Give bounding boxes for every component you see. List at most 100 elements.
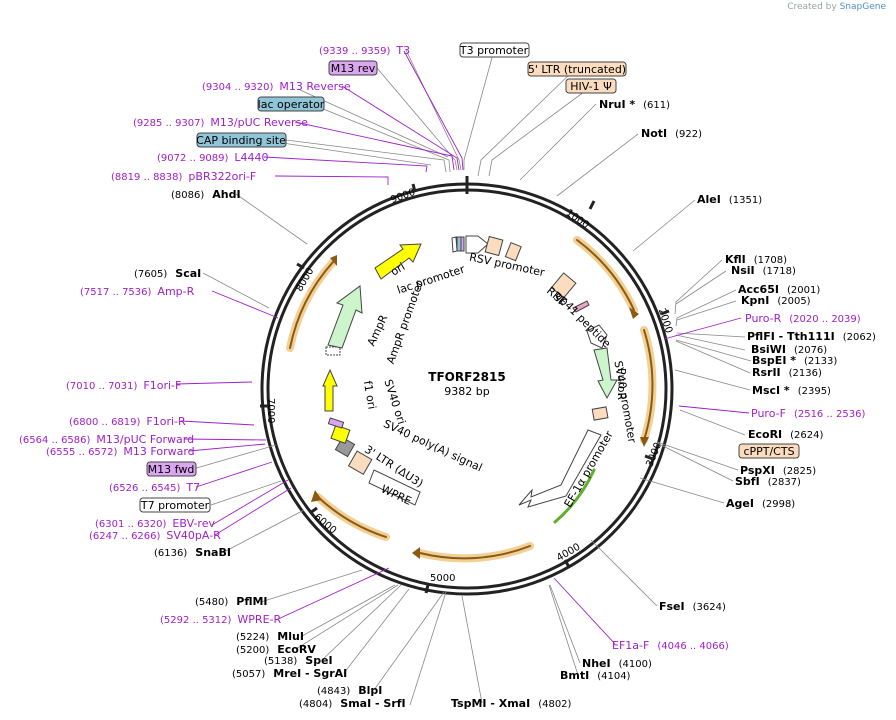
primer-m13puc-forward: (6564 .. 6586)M13/pUC Forward	[19, 433, 194, 446]
tick-9000: 9000	[389, 187, 417, 206]
sv40pa-feature	[334, 436, 356, 458]
feature-label-lac-promoter: lac promoter	[395, 262, 466, 296]
enzyme-bmti: BmtI(4104)	[560, 669, 631, 682]
primer-m13-forward: (6555 .. 6572)M13 Forward	[46, 445, 195, 458]
boxed-labels: T3 promoter M13 rev 5' LTR (truncated) H…	[139, 42, 800, 513]
enzyme-fsei: FseI(3624)	[659, 600, 726, 613]
primer-t7: (6526 .. 6545)T7	[109, 481, 200, 494]
f1ori-feature	[322, 368, 338, 412]
ori-feature	[374, 243, 422, 280]
snapgene-credit: Created by SnapGene	[787, 2, 886, 12]
feature-label-f1-ori: f1 ori	[361, 380, 379, 411]
sv40-ori-feature	[330, 424, 351, 444]
orf-arc-5-core	[289, 261, 334, 349]
tick-5000: 5000	[430, 573, 455, 584]
primer-ef1a-f: EF1a-F(4046 .. 4066)	[612, 639, 729, 652]
hiv-psi-box	[565, 78, 617, 94]
rre-feature	[550, 272, 577, 299]
enzyme-ahdi: (8086)AhdI	[171, 188, 241, 201]
ampr-promoter-feature	[325, 346, 341, 356]
primer-f1ori-r: (6800 .. 6819)F1ori-R	[69, 415, 186, 428]
enzyme-snabi: (6136)SnaBI	[154, 546, 231, 559]
enzyme-bsiwi: BsiWI(2076)	[751, 343, 827, 356]
tick-marks	[260, 183, 670, 594]
feature-label-ampr: AmpR	[365, 312, 391, 348]
enzyme-rsrii: RsrII(2136)	[752, 366, 822, 379]
enzymes-right: NruI *(611) NotI(922) AleI(1351) KflI(17…	[451, 98, 876, 710]
enzyme-tspmi-xmai: TspMI - XmaI(4802)	[451, 697, 572, 710]
cap-binding-label: CAP binding site	[196, 134, 286, 147]
primer-wpre-r: (5292 .. 5312)WPRE-R	[160, 613, 281, 626]
t3-promoter-box	[459, 42, 530, 58]
m13-rev-box	[328, 60, 378, 76]
enzyme-noti: NotI(922)	[641, 127, 702, 140]
primer-labels: (9339 .. 9359)T3 (9304 .. 9320)M13 Rever…	[19, 44, 865, 652]
orf-arc-2-core	[643, 329, 654, 441]
plasmid-size: 9382 bp	[444, 385, 489, 398]
enzyme-scai: (7605)ScaI	[134, 267, 201, 280]
cppt-label: cPPT/CTS	[743, 445, 794, 458]
ampr-feature	[327, 285, 363, 349]
primer-ebv-rev: (6301 .. 6320)EBV-rev	[95, 517, 215, 530]
hiv-psi-feature	[504, 241, 522, 262]
lac-operator-label: lac operator	[258, 98, 325, 111]
enzyme-msci: MscI *(2395)	[752, 384, 831, 397]
enzyme-mrei-sgrai: (5057)MreI - SgrAI	[232, 667, 347, 680]
enzyme-blpi: (4843)BlpI	[317, 684, 382, 697]
orf-arc-4-core	[317, 496, 387, 538]
enzyme-nrui: NruI *(611)	[599, 98, 670, 111]
lac-operator-box	[257, 96, 325, 112]
m13-fwd-box	[146, 461, 197, 477]
ltr3-feature	[347, 450, 373, 475]
tick-7000: 7000	[265, 398, 276, 423]
hiv-psi-label: HIV-1 Ψ	[570, 80, 612, 93]
enzyme-alei: AleI(1351)	[697, 193, 762, 206]
primer-pbr322ori-f: (8819 .. 8838)pBR322ori-F	[111, 170, 256, 183]
puror-feature	[593, 347, 618, 400]
m13rev-feature	[460, 236, 465, 252]
enzyme-sbfi: SbfI(2837)	[735, 475, 801, 488]
ltr5-label: 5' LTR (truncated)	[528, 63, 626, 76]
orf-arc-3-core	[419, 545, 531, 560]
primer-f1ori-f: (7010 .. 7031)F1ori-F	[66, 379, 181, 392]
primer-puro-f: Puro-F(2516 .. 2536)	[751, 407, 865, 420]
primer-sv40pa-r: (6247 .. 6266)SV40pA-R	[89, 529, 221, 542]
cppt-box	[738, 443, 800, 459]
ef1a-green-arc	[553, 468, 596, 524]
primer-puro-r: Puro-R(2020 .. 2039)	[745, 312, 861, 325]
ef1a-feature	[518, 429, 602, 508]
ltr5-feature	[484, 235, 504, 257]
enzyme-spei: (5138)SpeI	[264, 654, 333, 667]
orf-arrowheads	[311, 255, 649, 559]
cppt-feature	[591, 406, 609, 421]
primer-amp-r: (7517 .. 7536)Amp-R	[80, 285, 195, 298]
t7-promoter-label: T7 promoter	[140, 499, 210, 512]
enzyme-nsii: NsiI(1718)	[731, 264, 796, 277]
gp41-feature	[572, 300, 590, 313]
enzyme-kfli: KflI(1708)	[725, 253, 787, 266]
feature-label-puror: PuroR	[615, 368, 628, 400]
enzyme-smai-srfi: (4804)SmaI - SrfI	[299, 697, 406, 710]
enzyme-pspxi: PspXI(2825)	[740, 464, 816, 477]
t3-promoter-label: T3 promoter	[459, 44, 529, 57]
credit-prefix: Created by	[787, 2, 837, 12]
enzyme-ecori: EcoRI(2624)	[748, 428, 824, 441]
tick-6000: 6000	[312, 512, 339, 537]
primer-l4440: (9072 .. 9089)L4440	[157, 151, 269, 164]
enzymes-left: (8086)AhdI (7605)ScaI (6136)SnaBI (5480)…	[134, 188, 406, 710]
snapgene-logo: SnapGene	[839, 2, 886, 12]
enzyme-agei: AgeI(2998)	[726, 497, 795, 510]
lac-operator-feature	[456, 236, 462, 252]
sv40-promoter-feature	[586, 324, 608, 349]
primer-t3: (9339 .. 9359)T3	[319, 44, 410, 57]
enzyme-pflfi: PflFI - Tth111I(2062)	[747, 330, 876, 343]
wpre-feature	[368, 469, 421, 506]
enzyme-ecorv: (5200)EcoRV	[236, 643, 316, 656]
m13-rev-label: M13 rev	[331, 62, 376, 75]
enzyme-acc65i: Acc65I(2001)	[738, 283, 820, 296]
features	[322, 235, 618, 508]
feature-label-gp41: gp41 peptide	[552, 289, 613, 350]
primer-m13-reverse: (9304 .. 9320)M13 Reverse	[202, 80, 351, 93]
enzyme-bspei: BspEI *(2133)	[752, 354, 837, 367]
